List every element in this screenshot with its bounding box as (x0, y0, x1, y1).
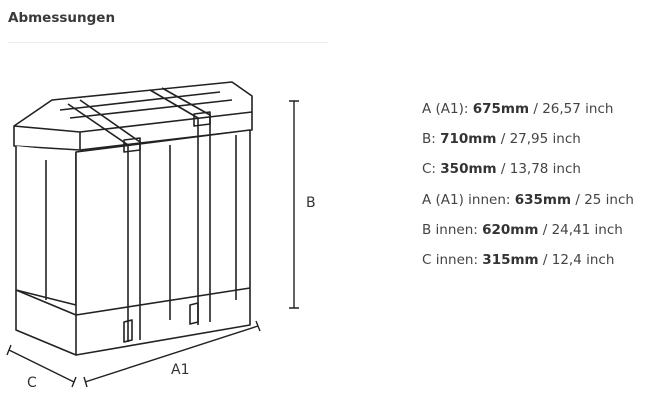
spec-inch: / 25 inch (571, 191, 634, 208)
spec-b: B: 710mm / 27,95 inch (422, 128, 634, 158)
spec-mm: 675mm (472, 101, 530, 117)
label-b: B (306, 195, 316, 211)
spec-label: A (A1): (422, 101, 473, 117)
transport-box-illustration (13, 81, 253, 356)
spec-label: A (A1) innen: (422, 191, 515, 208)
spec-label: C innen: (422, 251, 483, 268)
spec-inch: / 27,95 inch (496, 131, 581, 148)
spec-inch: / 12,4 inch (538, 251, 615, 268)
spec-a-a1: A (A1): 675mm / 26,57 inch (422, 98, 634, 128)
spec-label: B innen: (422, 221, 483, 238)
spec-mm: 315mm (482, 251, 539, 268)
divider (8, 42, 328, 43)
dimension-lines (6, 100, 299, 388)
dimension-specs-list: A (A1): 675mm / 26,57 inch B: 710mm / 27… (422, 98, 634, 279)
spec-a-inner: A (A1) innen: 635mm / 25 inch (422, 189, 634, 219)
section-title: Abmessungen (8, 10, 116, 26)
spec-mm: 620mm (482, 221, 539, 238)
spec-inch: / 26,57 inch (529, 101, 614, 117)
spec-label: C: (422, 161, 441, 178)
spec-mm: 350mm (440, 161, 497, 178)
spec-b-inner: B innen: 620mm / 24,41 inch (422, 219, 634, 249)
label-c: C (27, 375, 37, 391)
spec-inch: / 24,41 inch (538, 221, 623, 238)
spec-mm: 710mm (440, 131, 497, 148)
spec-c: C: 350mm / 13,78 inch (422, 158, 634, 188)
spec-mm: 635mm (514, 191, 572, 208)
spec-c-inner: C innen: 315mm / 12,4 inch (422, 249, 634, 279)
label-a1: A1 (171, 362, 189, 378)
spec-inch: / 13,78 inch (496, 161, 581, 178)
spec-label: B: (422, 131, 441, 148)
